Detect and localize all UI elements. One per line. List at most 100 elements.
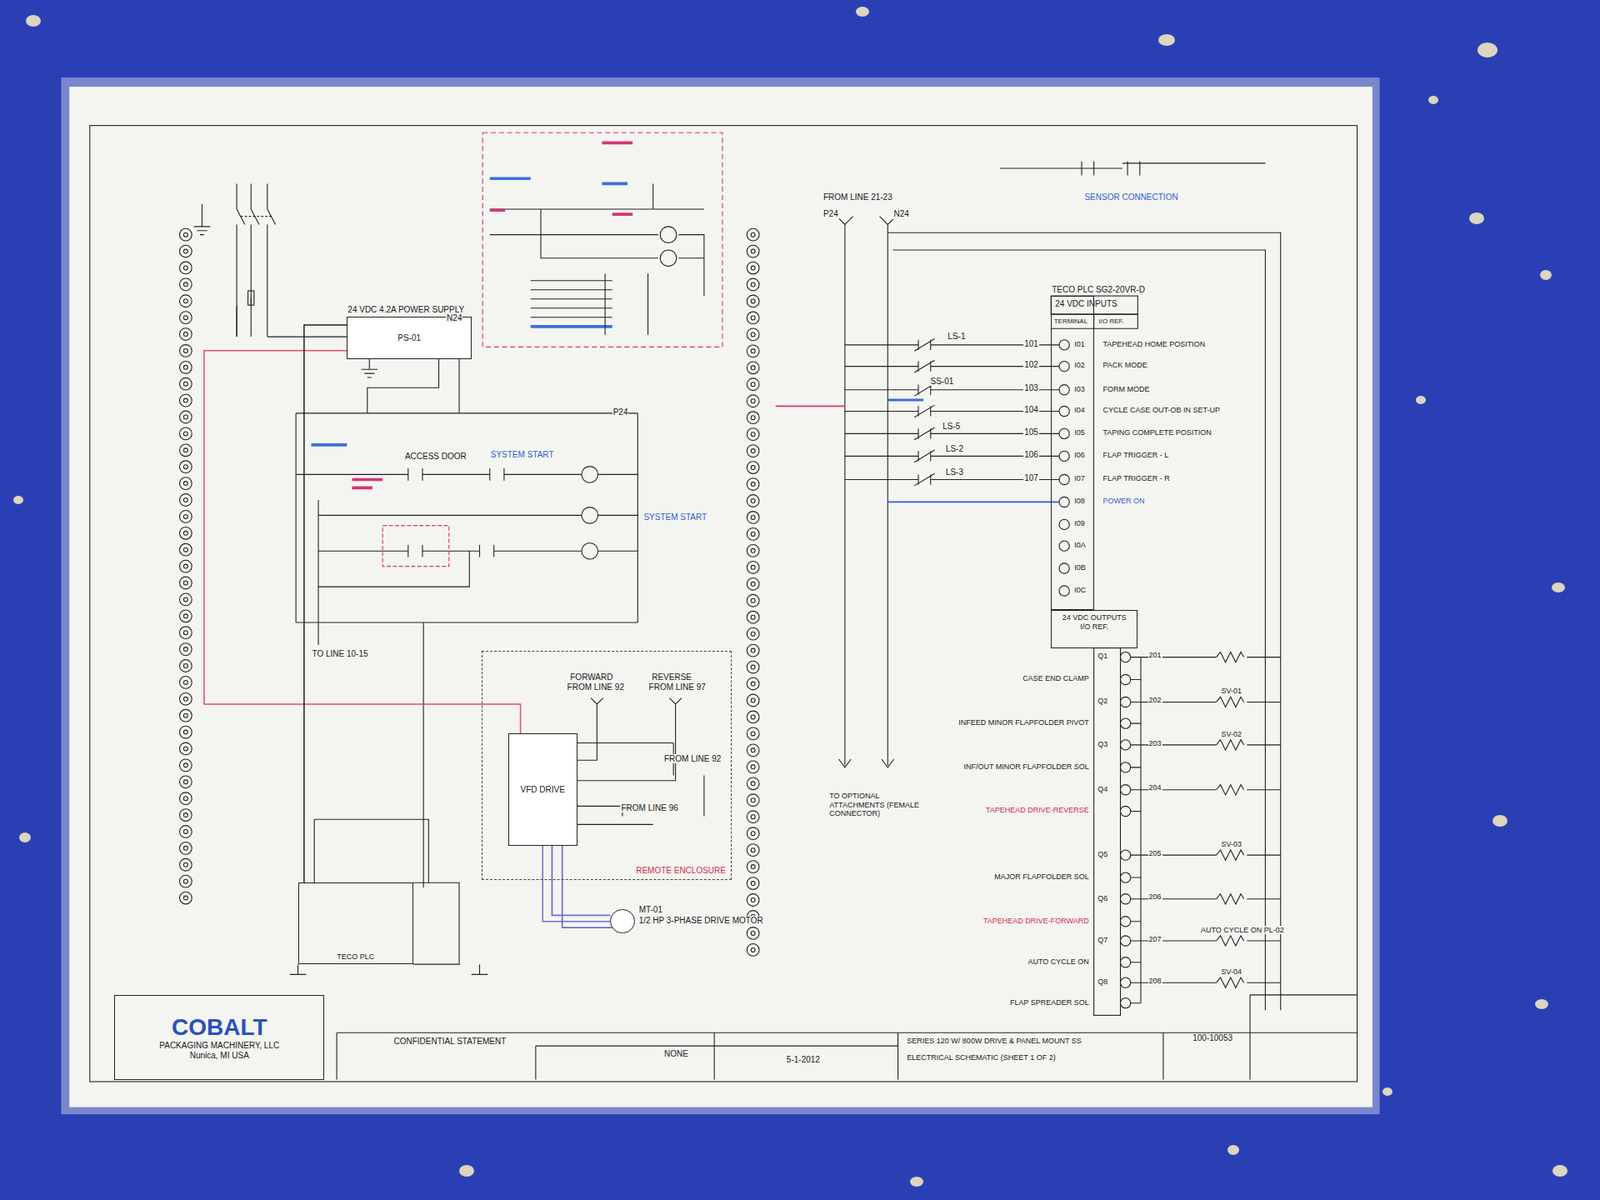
terminal-symbol <box>746 577 760 590</box>
node-heading: TECO PLC SG2-20VR-D <box>1051 285 1145 295</box>
terminal-symbol <box>180 228 193 241</box>
terminal-symbol <box>180 792 193 805</box>
terminal-symbol <box>750 282 755 287</box>
terminal-symbol <box>746 860 760 874</box>
terminal-symbol <box>750 531 755 536</box>
drive-box: VFD DRIVE <box>508 733 578 846</box>
wire-number: 105 <box>1023 427 1040 438</box>
terminal-symbol <box>746 610 760 624</box>
terminal-symbol <box>750 848 755 853</box>
terminal-symbol <box>746 545 760 558</box>
terminal-symbol <box>1120 977 1131 988</box>
terminal-symbol <box>1120 740 1131 750</box>
ladder-rail <box>295 413 638 623</box>
terminal-symbol <box>1120 894 1131 905</box>
terminal-id: Q8 <box>1096 977 1109 986</box>
terminal-symbol <box>750 815 755 820</box>
output-description: FLAP SPREADER SOL <box>1009 998 1090 1007</box>
terminal-symbol <box>746 345 760 358</box>
terminal-symbol <box>180 543 193 556</box>
pushbutton-group <box>382 525 450 567</box>
terminal-symbol <box>183 299 188 304</box>
wire-number: 203 <box>1148 739 1163 748</box>
wire-number: 103 <box>1023 383 1040 394</box>
ground-symbol <box>290 964 489 975</box>
terminal-symbol <box>183 381 188 386</box>
terminal-id: I03 <box>1073 385 1086 394</box>
terminal-id: Q1 <box>1096 651 1109 660</box>
ground-symbol <box>194 204 211 235</box>
blue-markup <box>887 398 924 401</box>
blue-markup <box>490 178 628 327</box>
terminal-symbol <box>746 395 760 408</box>
terminal-symbol <box>750 415 755 420</box>
terminal-symbol <box>183 813 188 818</box>
terminal-symbol <box>183 580 188 585</box>
terminal-symbol <box>180 444 193 457</box>
output-description: MAJOR FLAPFOLDER SOL <box>993 872 1090 881</box>
drawing-border <box>90 125 1358 1082</box>
terminal-id: I09 <box>1073 519 1086 528</box>
terminal-symbol <box>1059 385 1070 395</box>
wire-number: 202 <box>1148 695 1163 705</box>
line-reference: FROM LINE 97 <box>648 682 707 693</box>
drawing-group <box>60 77 1380 1115</box>
terminal-symbol <box>750 232 755 237</box>
terminal-symbol <box>180 660 193 673</box>
terminal-symbol <box>746 261 760 275</box>
terminal-symbol <box>1059 474 1070 485</box>
wire-number: 201 <box>1148 650 1163 660</box>
input-description: FLAP TRIGGER - R <box>1101 474 1170 483</box>
schematic-label: SYSTEM START <box>642 512 708 523</box>
terminal-symbol <box>746 760 760 774</box>
terminal-symbol <box>180 510 193 524</box>
terminal-symbol <box>1059 360 1070 371</box>
terminal-symbol <box>1120 785 1131 795</box>
terminal-symbol <box>746 794 760 807</box>
ground-symbol <box>360 359 378 378</box>
terminal-symbol <box>746 710 760 724</box>
terminal-symbol <box>180 825 193 839</box>
output-description: AUTO CYCLE ON <box>1026 957 1090 966</box>
table-header: TERMINAL <box>1053 317 1089 325</box>
terminal-symbol <box>180 576 193 590</box>
schematic-label: REVERSE <box>650 672 693 683</box>
terminal-symbol <box>746 660 760 674</box>
title-block-cell: SERIES 120 W/ 800W DRIVE & PANEL MOUNT S… <box>905 1036 1082 1045</box>
terminal-symbol <box>183 547 188 552</box>
terminal-symbol <box>183 530 188 535</box>
ladder-rail <box>845 224 1281 1010</box>
line-reference-arrow <box>590 698 682 705</box>
node-label: Nunica, MI USA <box>190 1050 250 1061</box>
terminal-symbol <box>1120 805 1131 816</box>
terminal-symbol <box>183 664 188 669</box>
terminal-symbol <box>183 431 188 436</box>
terminal-id: Q4 <box>1096 785 1109 794</box>
input-description: CYCLE CASE OUT-OB IN SET-UP <box>1101 405 1221 415</box>
down-arrow <box>839 759 895 768</box>
terminal-symbol <box>750 665 755 670</box>
terminal-symbol <box>180 460 193 474</box>
terminal-symbol <box>746 328 760 341</box>
node-label: TECO PLC <box>299 952 413 961</box>
schematic-wire <box>1415 395 1426 405</box>
terminal-id: Q6 <box>1096 894 1109 903</box>
terminal-symbol <box>746 927 760 940</box>
output-description: TAPEHEAD DRIVE-FORWARD <box>982 916 1090 925</box>
schematic-wire <box>1130 745 1281 768</box>
terminal-symbol <box>180 643 193 656</box>
line-reference: TO LINE 10-15 <box>310 649 369 660</box>
terminal-symbol <box>750 465 755 470</box>
terminal-symbol <box>1120 762 1131 773</box>
plc-header-grid <box>1050 314 1138 329</box>
schematic-wire <box>1382 1087 1393 1096</box>
terminal-symbol <box>750 349 755 354</box>
disconnect-switch <box>236 183 276 337</box>
terminal-symbol <box>180 692 193 705</box>
terminal-symbol <box>180 842 193 855</box>
terminal-symbol <box>746 944 760 957</box>
schematic-wire <box>19 832 31 843</box>
terminal-symbol <box>183 780 188 785</box>
terminal-symbol <box>180 560 193 573</box>
terminal-symbol <box>183 746 188 751</box>
